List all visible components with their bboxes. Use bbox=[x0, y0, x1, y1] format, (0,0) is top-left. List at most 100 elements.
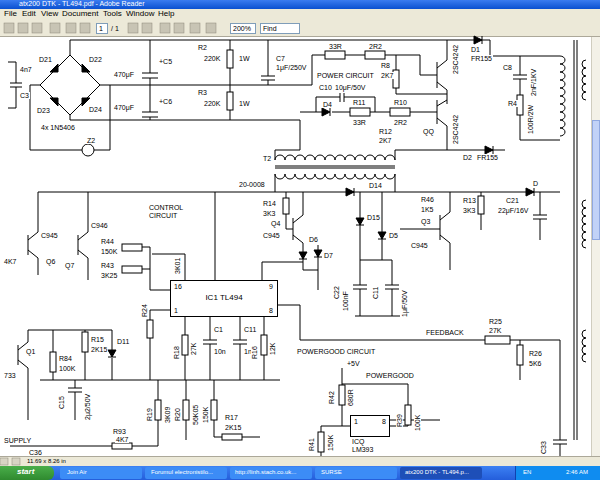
resistor-symbol bbox=[350, 108, 370, 116]
section-title: CONTROL CIRCUIT bbox=[148, 204, 190, 220]
wire bbox=[560, 56, 565, 136]
part-name: C15 bbox=[58, 395, 65, 410]
section-title: POWER CIRCUIT bbox=[316, 72, 375, 79]
part-value: 2nF/1KV bbox=[530, 68, 537, 97]
part-value: 27K bbox=[488, 327, 502, 334]
part-name: Q7 bbox=[64, 262, 75, 269]
part-value: C945 bbox=[410, 242, 429, 249]
part-name: R39 bbox=[396, 413, 403, 428]
part-name: D2 bbox=[462, 154, 473, 161]
part-name: D24 bbox=[88, 106, 103, 113]
part-name: Q6 bbox=[45, 258, 56, 265]
part-value: 1W bbox=[238, 55, 251, 62]
part-value: 680R bbox=[347, 388, 354, 407]
resistor-symbol bbox=[222, 434, 242, 440]
part-value: 12K bbox=[269, 342, 276, 356]
diode-symbol bbox=[346, 188, 354, 196]
part-name: D22 bbox=[88, 56, 103, 63]
scrollbar bbox=[591, 37, 600, 456]
part-name: R25 bbox=[488, 318, 503, 325]
wire bbox=[68, 380, 82, 420]
part-name: D4 bbox=[322, 101, 333, 108]
pin-number: 8 bbox=[381, 418, 387, 425]
part-name: C1 bbox=[213, 326, 224, 333]
status-text: 11.69 x 8.26 in bbox=[26, 458, 67, 464]
part-value: C945 bbox=[40, 232, 59, 239]
part-name: +C5 bbox=[158, 58, 173, 65]
toolbar-icon bbox=[142, 23, 152, 33]
part-value: C945 bbox=[262, 232, 281, 239]
toolbar-icon bbox=[32, 23, 42, 33]
taskbar-button: Join Air bbox=[66, 469, 88, 475]
wire bbox=[396, 55, 447, 94]
wire bbox=[481, 192, 547, 240]
part-value: 2K15 bbox=[90, 346, 108, 353]
part-value: 27K bbox=[190, 342, 197, 356]
taskbar-button: http://linh.stach.co.uk... bbox=[234, 469, 297, 475]
part-name: R11 bbox=[352, 99, 366, 106]
clock: 2:46 AM bbox=[565, 469, 589, 475]
part-value: 5K6 bbox=[528, 360, 542, 367]
diode-symbol bbox=[356, 225, 364, 226]
part-value: 10n bbox=[213, 348, 227, 355]
taskbar-button: atx200 DTK - TL494.p... bbox=[404, 469, 470, 475]
nav-icon bbox=[12, 458, 20, 465]
part-value: 220K bbox=[203, 100, 221, 107]
part-name: C33 bbox=[540, 440, 547, 455]
part-name: D15 bbox=[366, 214, 381, 221]
part-name: D6 bbox=[308, 236, 319, 243]
part-value: 3K01 bbox=[174, 257, 181, 275]
toolbar-icon bbox=[190, 23, 200, 33]
wire bbox=[321, 368, 350, 456]
resistor-symbol bbox=[82, 332, 88, 352]
resistor-symbol bbox=[517, 345, 523, 365]
toolbar-icon bbox=[206, 23, 216, 33]
status-bar bbox=[0, 456, 600, 466]
part-name: T2 bbox=[262, 155, 272, 162]
wire bbox=[582, 200, 586, 248]
pin-number: 16 bbox=[173, 283, 183, 290]
part-value: 2K7 bbox=[380, 72, 394, 79]
part-name: R41 bbox=[308, 437, 315, 452]
part-name: R93 bbox=[112, 428, 127, 435]
part-value: FR155 bbox=[470, 55, 493, 62]
wire bbox=[360, 192, 392, 260]
part-value: 2R2 bbox=[368, 43, 383, 50]
resistor-symbol bbox=[405, 405, 411, 425]
resistor-symbol bbox=[50, 50, 523, 452]
part-value: 2μ2/50V bbox=[84, 393, 91, 421]
part-value: 10μF/50V bbox=[334, 84, 367, 91]
diode-symbol bbox=[108, 350, 116, 357]
part-value: 100R/2W bbox=[527, 104, 534, 135]
wire bbox=[353, 260, 400, 316]
page-count: / 1 bbox=[110, 25, 120, 32]
part-value: 100K bbox=[414, 414, 421, 432]
part-name: Q3 bbox=[420, 218, 431, 225]
scrollbar-thumb bbox=[592, 120, 600, 240]
diode-symbol bbox=[485, 146, 493, 154]
nav-icon bbox=[0, 458, 8, 465]
part-value: 220K bbox=[203, 55, 221, 62]
diode-symbol bbox=[299, 252, 307, 259]
taskbar-button: SURSE bbox=[320, 469, 343, 475]
part-name: C21 bbox=[505, 197, 520, 204]
resistor-symbol bbox=[50, 352, 56, 372]
diode-symbol bbox=[356, 218, 364, 225]
part-value: 33R bbox=[352, 119, 367, 126]
part-name: D1 bbox=[470, 46, 481, 53]
diode-symbol bbox=[108, 357, 116, 358]
part-name: Z2 bbox=[86, 137, 96, 144]
wire bbox=[28, 192, 38, 275]
wire bbox=[150, 317, 280, 380]
part-value: 1μF/50V bbox=[401, 289, 408, 318]
toolbar-icon bbox=[66, 23, 76, 33]
part-name: R19 bbox=[146, 407, 153, 422]
resistor-symbol bbox=[227, 50, 233, 68]
menu-item: Edit bbox=[21, 10, 37, 18]
wire bbox=[8, 40, 586, 456]
part-name: R17 bbox=[224, 414, 239, 421]
part-name: C36 bbox=[28, 449, 43, 456]
find-box: Find bbox=[262, 25, 278, 32]
part-value: 20-0008 bbox=[238, 181, 266, 188]
wire bbox=[18, 330, 112, 420]
